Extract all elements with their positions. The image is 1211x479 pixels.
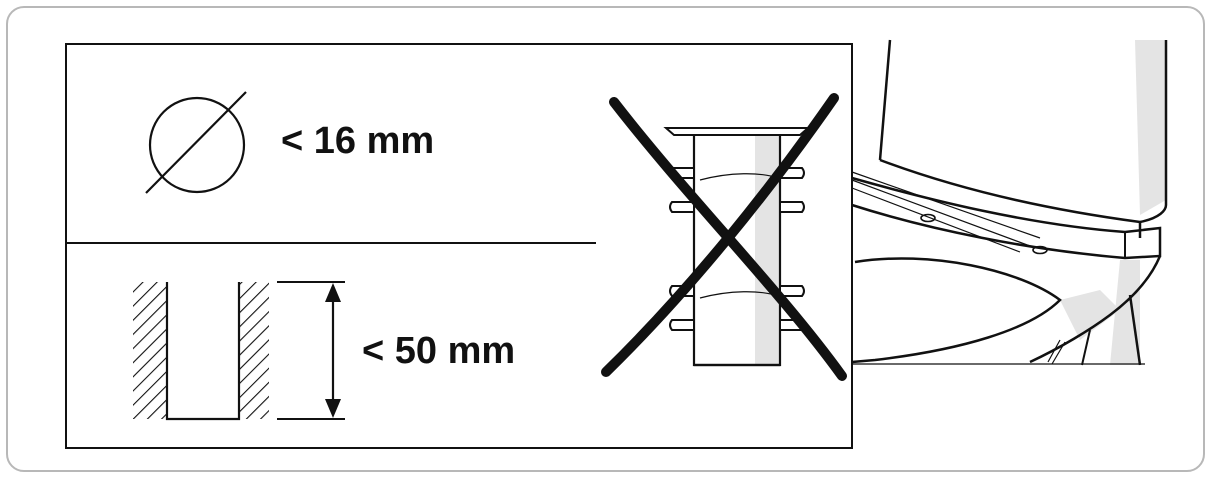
prohibited-cross-icon (601, 93, 847, 381)
outer-frame (6, 6, 1205, 472)
max-diameter-label: < 16 mm (281, 120, 435, 162)
diameter-icon (145, 91, 247, 194)
depth-arrow-icon (277, 281, 345, 420)
drilled-hole-icon (133, 282, 269, 421)
toilet-illustration (851, 39, 1168, 366)
wall-plug-icon (663, 127, 811, 367)
max-depth-label: < 50 mm (362, 330, 516, 372)
